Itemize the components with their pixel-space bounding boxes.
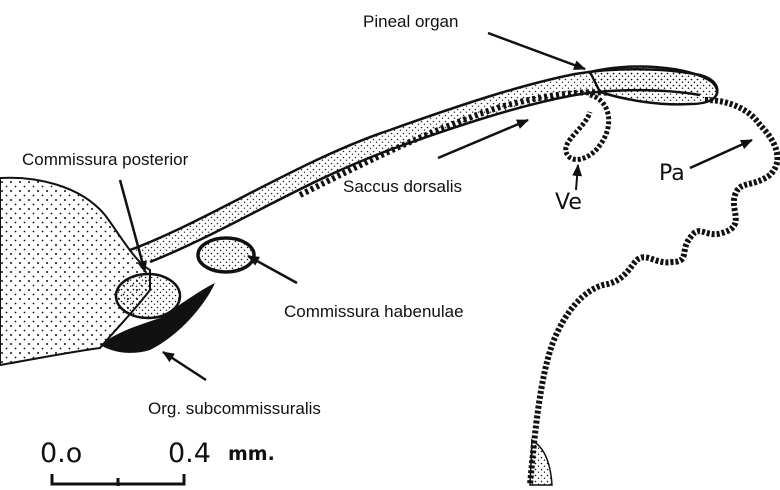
- scale-end-value: 0.4: [168, 438, 211, 469]
- scale-bar-line: [52, 474, 184, 486]
- paraphysis-base-dots: [530, 440, 552, 485]
- pa-label: Pa: [659, 161, 685, 186]
- pineal-organ-arrow: [488, 33, 585, 69]
- pineal-organ-label: Pineal organ: [363, 12, 458, 31]
- scale-start-label: 0.o: [40, 438, 82, 469]
- scale-end-unit: mm.: [228, 443, 275, 465]
- ve-label: Ve: [555, 190, 582, 215]
- pa-arrow: [690, 140, 752, 168]
- org-subcommissuralis-arrow: [163, 352, 206, 380]
- commissura-habenulae-label: Commissura habenulae: [284, 302, 464, 321]
- saccus-dorsalis-label: Saccus dorsalis: [343, 177, 462, 196]
- ventricle-loop: [566, 95, 609, 159]
- pineal-organ-shape: [590, 67, 717, 105]
- commissura-habenulae-arrow: [248, 256, 297, 283]
- org-subcommissuralis-label: Org. subcommissuralis: [148, 399, 321, 418]
- ve-arrow: [576, 165, 578, 190]
- commissura-posterior-label: Commissura posterior: [22, 150, 189, 169]
- commissura-habenulae-shape: [198, 238, 254, 272]
